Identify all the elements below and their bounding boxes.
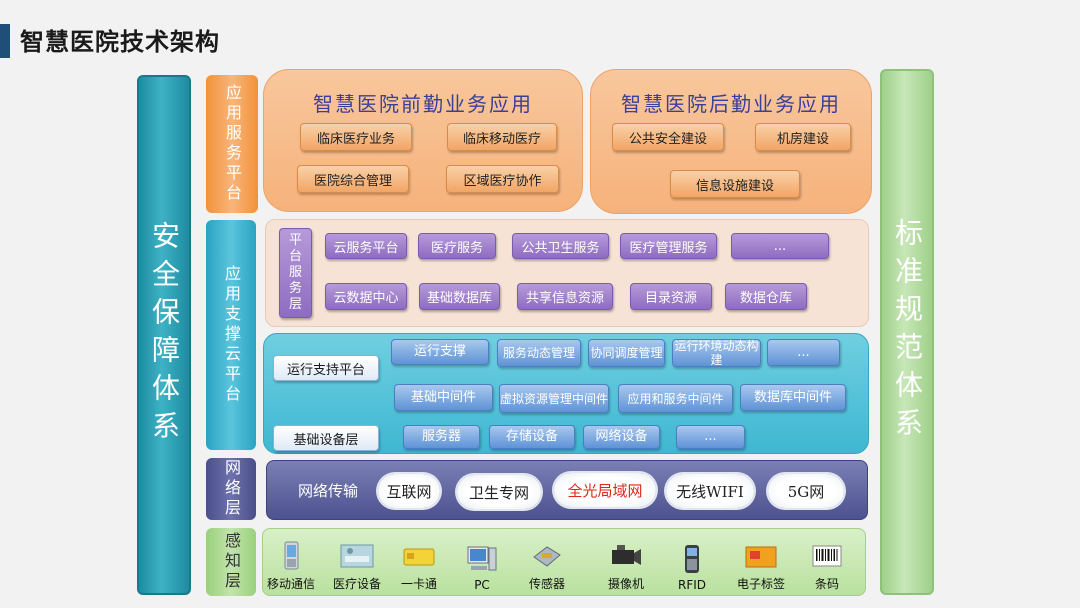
front-office-item: 临床医疗业务 <box>300 123 412 151</box>
front-office-item: 临床移动医疗 <box>447 123 557 151</box>
front-office-title: 智慧医院前勤业务应用 <box>313 92 533 116</box>
middleware-item: 应用和服务中间件 <box>618 384 733 413</box>
network-item-all-optical-lan: 全光局域网 <box>554 473 656 507</box>
device-electronic-tag: 电子标签 <box>725 532 797 592</box>
middleware-item: 数据库中间件 <box>740 384 846 411</box>
device-label: 电子标签 <box>736 577 785 591</box>
mobile-phone-icon <box>284 541 299 570</box>
device-camera: 摄像机 <box>590 532 662 592</box>
infrastructure-item: ... <box>676 425 745 449</box>
cloud-service-item: 医疗服务 <box>418 233 496 259</box>
cloud-service-item: 公共卫生服务 <box>512 233 609 259</box>
barcode-icon <box>812 545 842 567</box>
layer-label-perception: 感知层 <box>206 528 256 596</box>
device-label: 移动通信 <box>266 577 315 591</box>
front-office-item: 医院综合管理 <box>297 165 409 193</box>
device-barcode: 条码 <box>791 532 863 592</box>
infrastructure-item: 服务器 <box>403 425 480 449</box>
device-label: 条码 <box>814 577 839 591</box>
cloud-service-item: ... <box>731 233 829 259</box>
cloud-data-item: 数据仓库 <box>725 283 807 310</box>
network-item-health-network: 卫生专网 <box>457 475 541 509</box>
device-sensor: 传感器 <box>511 532 583 592</box>
device-smart-card: 一卡通 <box>383 532 455 592</box>
runtime-item: ... <box>767 339 840 366</box>
runtime-item: 运行环境动态构建 <box>672 339 761 367</box>
cloud-service-item: 医疗管理服务 <box>620 233 717 259</box>
middleware-item: 虚拟资源管理中间件 <box>499 384 609 413</box>
back-office-title: 智慧医院后勤业务应用 <box>621 92 841 116</box>
cloud-data-item: 云数据中心 <box>325 283 407 310</box>
runtime-item: 协同调度管理 <box>588 339 665 367</box>
device-pc: PC <box>446 532 518 592</box>
back-office-item: 机房建设 <box>755 123 851 151</box>
back-office-panel: 智慧医院后勤业务应用 公共安全建设 机房建设 信息设施建设 <box>590 69 872 214</box>
network-transmission-label: 网络传输 <box>298 482 359 500</box>
layer-label-app-service: 应用服务平台 <box>206 75 258 213</box>
runtime-item: 服务动态管理 <box>497 339 581 367</box>
electronic-tag-icon <box>745 546 777 568</box>
cloud-data-item: 目录资源 <box>630 283 712 310</box>
layer-label-network: 网络层 <box>206 458 256 520</box>
infrastructure-item: 存储设备 <box>489 425 575 449</box>
layer-label-app-support: 应用支撑云平台 <box>206 220 256 450</box>
device-label: 一卡通 <box>400 577 437 591</box>
standards-system-pillar: 标准规范体系 <box>880 69 934 595</box>
video-camera-icon <box>612 545 641 565</box>
device-label: RFID <box>677 578 707 592</box>
network-item-wifi: 无线WIFI <box>666 474 754 508</box>
sensor-icon <box>533 546 561 567</box>
rfid-reader-icon <box>685 545 699 573</box>
network-item-internet: 互联网 <box>378 474 440 508</box>
device-label: 传感器 <box>528 577 565 591</box>
runtime-support-platform-label: 运行支持平台 <box>273 355 379 381</box>
front-office-item: 区域医疗协作 <box>446 165 559 193</box>
device-label: PC <box>474 578 490 592</box>
cloud-data-item: 共享信息资源 <box>517 283 613 310</box>
security-system-pillar: 安全保障体系 <box>137 75 191 595</box>
back-office-item: 信息设施建设 <box>670 170 800 198</box>
device-mobile: 移动通信 <box>255 532 327 592</box>
smart-card-icon <box>403 548 435 566</box>
title-accent-bar <box>0 24 10 58</box>
device-label: 医疗设备 <box>332 577 381 591</box>
cloud-service-item: 云服务平台 <box>325 233 407 259</box>
middleware-item: 基础中间件 <box>394 384 493 411</box>
runtime-item: 运行支撑 <box>391 339 489 365</box>
device-rfid: RFID <box>656 532 728 592</box>
cloud-data-item: 基础数据库 <box>419 283 500 310</box>
back-office-item: 公共安全建设 <box>612 123 724 151</box>
medical-equipment-icon <box>340 544 374 568</box>
network-item-5g: 5G网 <box>768 474 844 508</box>
front-office-panel: 智慧医院前勤业务应用 临床医疗业务 临床移动医疗 医院综合管理 区域医疗协作 <box>263 69 583 212</box>
infrastructure-item: 网络设备 <box>583 425 660 449</box>
device-label: 摄像机 <box>607 577 644 591</box>
computer-icon <box>467 546 497 571</box>
infrastructure-layer-label: 基础设备层 <box>273 425 379 451</box>
page-title: 智慧医院技术架构 <box>20 28 220 56</box>
platform-service-layer-label: 平台服务层 <box>279 228 312 318</box>
device-medical-equipment: 医疗设备 <box>321 532 393 592</box>
